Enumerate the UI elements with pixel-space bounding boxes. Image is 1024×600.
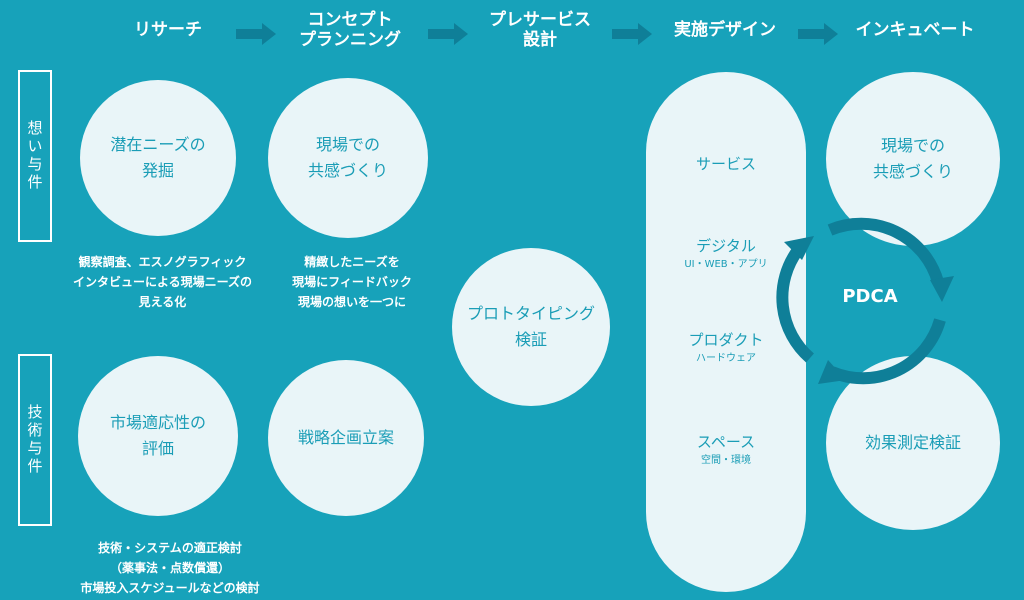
design-item-digital: デジタル UI・WEB・アプリ <box>646 236 806 272</box>
phase-research: リサーチ <box>134 20 202 40</box>
design-item-product-sub: ハードウェア <box>696 353 756 364</box>
circle-latent-needs-label: 潜在ニーズの 発掘 <box>110 135 206 180</box>
circle-prototyping-label: プロトタイピング 検証 <box>466 304 595 349</box>
design-item-product: プロダクト ハードウェア <box>646 330 806 366</box>
design-item-digital-sub: UI・WEB・アプリ <box>684 259 768 270</box>
circle-latent-needs: 潜在ニーズの 発掘 <box>80 80 236 236</box>
design-item-space-label: スペース <box>696 433 756 451</box>
design-item-product-label: プロダクト <box>688 331 764 349</box>
circle-strategy-label: 戦略企画立案 <box>297 428 394 447</box>
note-concept-top: 精緻したニーズを 現場にフィードバック 現場の想いを一つに <box>292 255 412 309</box>
phase-concept: コンセプト プランニング <box>299 10 401 50</box>
circle-market-fit-label: 市場適応性の 評価 <box>109 413 206 458</box>
design-item-service: サービス <box>646 154 806 174</box>
design-item-digital-label: デジタル <box>696 237 756 255</box>
circle-empathy-incubate: 現場での 共感づくり <box>826 72 1000 246</box>
circle-effect-measurement: 効果測定検証 <box>826 356 1000 530</box>
side-label-feelings: 想い与件 <box>18 70 52 242</box>
arrow-right-icon <box>236 23 276 45</box>
note-research-bottom: 技術・システムの適正検討 （薬事法・点数償還） 市場投入スケジュールなどの検討 <box>80 541 260 595</box>
circle-prototyping: プロトタイピング 検証 <box>452 248 610 406</box>
arrow-right-icon <box>798 23 838 45</box>
circle-empathy-field-label: 現場での 共感づくり <box>307 135 388 180</box>
design-item-service-label: サービス <box>695 155 756 173</box>
side-label-technology-text: 技術与件 <box>25 404 44 476</box>
design-item-space: スペース 空間・環境 <box>646 432 806 468</box>
side-label-feelings-text: 想い与件 <box>25 120 44 192</box>
pdca-cycle-icon <box>776 217 954 385</box>
pdca-label: PDCA <box>842 286 898 307</box>
circle-effect-measurement-label: 効果測定検証 <box>864 433 961 452</box>
arrow-right-icon <box>428 23 468 45</box>
design-pill <box>646 72 806 592</box>
arrow-right-icon <box>612 23 652 45</box>
circle-market-fit: 市場適応性の 評価 <box>78 356 238 516</box>
circle-empathy-field: 現場での 共感づくり <box>268 78 428 238</box>
phase-preservice: プレサービス 設計 <box>489 10 591 50</box>
side-label-technology: 技術与件 <box>18 354 52 526</box>
phase-incubate: インキュベート <box>855 20 975 40</box>
circle-empathy-incubate-label: 現場での 共感づくり <box>872 136 953 181</box>
circle-strategy: 戦略企画立案 <box>268 360 424 516</box>
note-research-top: 観察調査、エスノグラフィック インタビューによる現場ニーズの 見える化 <box>72 255 253 309</box>
design-item-space-sub: 空間・環境 <box>701 455 751 466</box>
phase-implementation: 実施デザイン <box>674 20 776 40</box>
